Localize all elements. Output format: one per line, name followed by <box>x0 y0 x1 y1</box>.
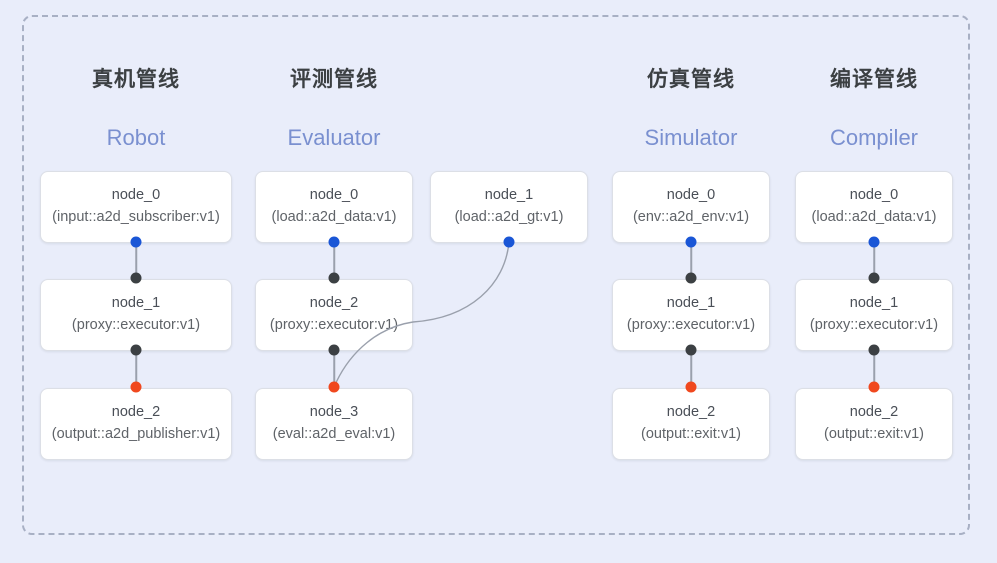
node-name: node_2 <box>849 404 899 421</box>
port-output-robot-0[interactable] <box>130 236 142 248</box>
node-name: node_0 <box>309 187 359 204</box>
node-type: (env::a2d_env:v1) <box>632 209 750 225</box>
node-name: node_1 <box>666 295 716 312</box>
port-input-simulator-1[interactable] <box>685 272 697 284</box>
column-title-en-robot: Robot <box>106 125 166 150</box>
node-box-compiler-0[interactable]: node_0 (load::a2d_data:v1) <box>795 171 953 243</box>
pipeline-group-frame <box>22 15 970 535</box>
column-title-en-compiler: Compiler <box>829 125 919 150</box>
port-input-evaluator-3[interactable] <box>328 381 340 393</box>
node-box-evaluator-3[interactable]: node_3 (eval::a2d_eval:v1) <box>255 388 413 460</box>
node-box-evaluator-2[interactable]: node_2 (proxy::executor:v1) <box>255 279 413 351</box>
node-type: (load::a2d_data:v1) <box>271 209 397 225</box>
node-type: (proxy::executor:v1) <box>269 317 399 333</box>
node-name: node_1 <box>484 187 534 204</box>
edge-evaluator-0-to-2 <box>333 242 335 278</box>
node-box-simulator-2[interactable]: node_2 (output::exit:v1) <box>612 388 770 460</box>
node-name: node_1 <box>849 295 899 312</box>
port-output-robot-1[interactable] <box>130 344 142 356</box>
node-name: node_0 <box>849 187 899 204</box>
port-output-evaluator-gt[interactable] <box>503 236 515 248</box>
edge-robot-0-to-1 <box>135 242 137 278</box>
port-output-compiler-1[interactable] <box>868 344 880 356</box>
node-box-evaluator-0[interactable]: node_0 (load::a2d_data:v1) <box>255 171 413 243</box>
port-output-simulator-1[interactable] <box>685 344 697 356</box>
edge-compiler-0-to-1 <box>873 242 875 278</box>
node-box-simulator-0[interactable]: node_0 (env::a2d_env:v1) <box>612 171 770 243</box>
node-box-robot-2[interactable]: node_2 (output::a2d_publisher:v1) <box>40 388 232 460</box>
node-box-evaluator-gt[interactable]: node_1 (load::a2d_gt:v1) <box>430 171 588 243</box>
port-input-compiler-1[interactable] <box>868 272 880 284</box>
edge-simulator-0-to-1 <box>690 242 692 278</box>
node-box-robot-1[interactable]: node_1 (proxy::executor:v1) <box>40 279 232 351</box>
edge-simulator-1-to-2 <box>690 350 692 387</box>
node-type: (load::a2d_gt:v1) <box>454 209 564 225</box>
port-output-evaluator-2[interactable] <box>328 344 340 356</box>
column-title-cn-evaluator: 评测管线 <box>290 68 378 91</box>
node-name: node_3 <box>309 404 359 421</box>
node-type: (output::a2d_publisher:v1) <box>51 426 221 442</box>
node-type: (load::a2d_data:v1) <box>811 209 937 225</box>
edge-compiler-1-to-2 <box>873 350 875 387</box>
column-title-en-simulator: Simulator <box>644 125 738 150</box>
node-type: (output::exit:v1) <box>641 426 741 442</box>
node-name: node_0 <box>666 187 716 204</box>
column-title-en-evaluator: Evaluator <box>287 125 381 150</box>
node-name: node_1 <box>111 295 161 312</box>
node-name: node_0 <box>111 187 161 204</box>
node-type: (eval::a2d_eval:v1) <box>272 426 396 442</box>
node-box-compiler-1[interactable]: node_1 (proxy::executor:v1) <box>795 279 953 351</box>
node-type: (proxy::executor:v1) <box>626 317 756 333</box>
node-name: node_2 <box>111 404 161 421</box>
node-type: (output::exit:v1) <box>824 426 924 442</box>
column-title-cn-simulator: 仿真管线 <box>647 68 735 91</box>
node-name: node_2 <box>666 404 716 421</box>
node-box-compiler-2[interactable]: node_2 (output::exit:v1) <box>795 388 953 460</box>
node-box-simulator-1[interactable]: node_1 (proxy::executor:v1) <box>612 279 770 351</box>
node-type: (proxy::executor:v1) <box>71 317 201 333</box>
port-output-compiler-0[interactable] <box>868 236 880 248</box>
port-output-simulator-0[interactable] <box>685 236 697 248</box>
port-input-evaluator-2[interactable] <box>328 272 340 284</box>
column-title-cn-compiler: 编译管线 <box>830 68 918 91</box>
node-box-robot-0[interactable]: node_0 (input::a2d_subscriber:v1) <box>40 171 232 243</box>
node-name: node_2 <box>309 295 359 312</box>
edge-robot-1-to-2 <box>135 350 137 387</box>
node-type: (proxy::executor:v1) <box>809 317 939 333</box>
port-input-robot-2[interactable] <box>130 381 142 393</box>
node-type: (input::a2d_subscriber:v1) <box>52 209 220 225</box>
port-output-evaluator-0[interactable] <box>328 236 340 248</box>
port-input-simulator-2[interactable] <box>685 381 697 393</box>
port-input-compiler-2[interactable] <box>868 381 880 393</box>
port-input-robot-1[interactable] <box>130 272 142 284</box>
column-title-cn-robot: 真机管线 <box>92 68 180 91</box>
